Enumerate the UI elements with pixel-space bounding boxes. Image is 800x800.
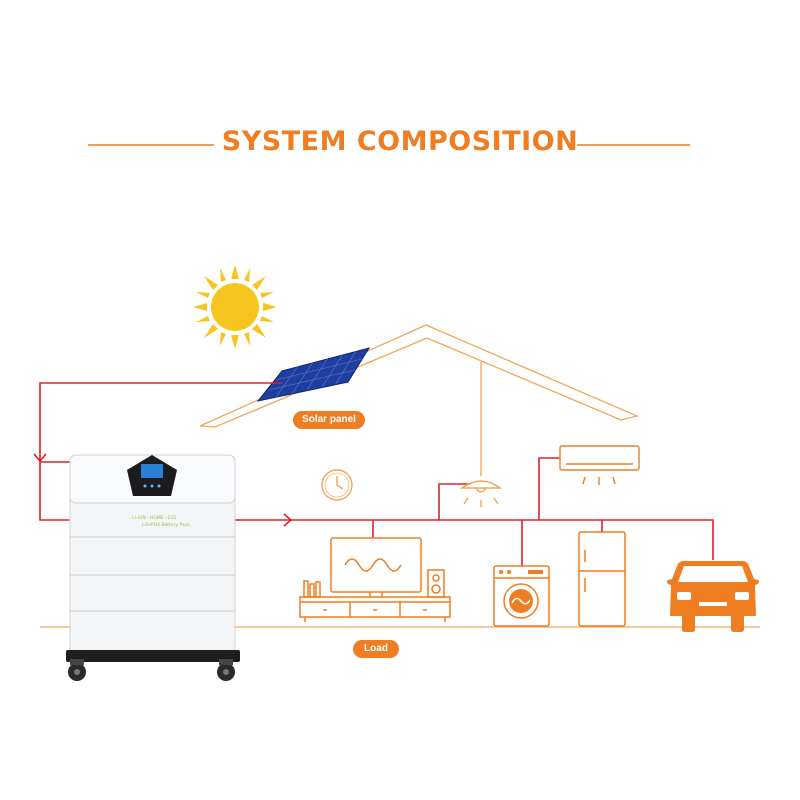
solar-panel-label: Solar panel (293, 411, 365, 429)
ceiling-lamp-icon (459, 470, 503, 507)
battery-model-text: LiFePO4 Battery Pack (142, 522, 190, 528)
battery-brand-text: LI-ION · HOME · ESS (132, 515, 177, 521)
tv-cabinet-icon (299, 537, 451, 622)
sun-icon (193, 265, 277, 349)
washing-machine-icon (493, 565, 550, 627)
battery-unit-icon: LI-ION · HOME · ESS LiFePO4 Battery Pack (66, 454, 240, 681)
solar-panel-icon (256, 347, 371, 402)
page-title: SYSTEM COMPOSITION (221, 126, 579, 157)
car-icon (667, 561, 759, 632)
clock-icon (321, 469, 353, 501)
air-conditioner-icon (559, 445, 640, 485)
load-label: Load (353, 640, 399, 658)
flow-arrows (33, 453, 293, 527)
refrigerator-icon (578, 531, 626, 627)
